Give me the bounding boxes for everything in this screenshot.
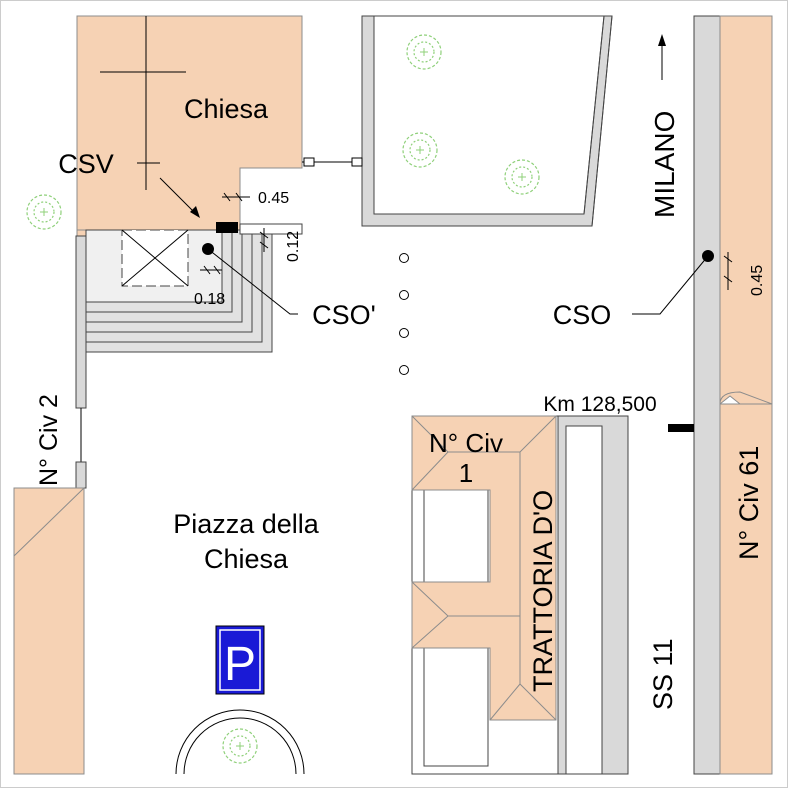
tree-icon — [26, 194, 62, 230]
tree-icon — [504, 159, 540, 195]
dim-045-right-label: 0.45 — [749, 265, 766, 296]
piazza-label-line2: Chiesa — [204, 544, 289, 574]
cso-prime-marker — [202, 243, 298, 315]
left-boundary-wall — [75, 235, 87, 489]
church-building — [76, 15, 303, 239]
dim-045-left-label: 0.45 — [258, 190, 289, 207]
road-ss11 — [693, 15, 721, 775]
church-steps — [85, 223, 303, 353]
parking-sign-icon: P — [215, 625, 265, 695]
north-arrow-icon — [658, 34, 666, 80]
trattoria-label: TRATTORIA D'O — [528, 490, 558, 692]
building-civ-61 — [719, 15, 773, 775]
cso-marker — [632, 250, 714, 315]
bollards — [399, 253, 409, 375]
trattoria-block — [411, 415, 629, 775]
km-marker — [668, 424, 694, 432]
civ2-label: N° Civ 2 — [35, 394, 63, 486]
dim-018-label: 0.18 — [194, 291, 225, 308]
tree-icon — [406, 34, 442, 70]
piazza-label-line1: Piazza della — [173, 509, 320, 539]
cso-label: CSO — [553, 300, 612, 330]
csv-marker — [159, 177, 238, 233]
csv-label: CSV — [58, 149, 114, 179]
parking-label: P — [224, 638, 256, 691]
roundabout — [175, 709, 305, 775]
dim-012-label: 0.12 — [285, 231, 302, 262]
tree-icon — [222, 728, 258, 764]
civ1-label-line1: N° Civ — [429, 428, 503, 458]
trees — [26, 34, 540, 764]
dimension-marks — [200, 192, 733, 290]
civ61-label: N° Civ 61 — [734, 446, 764, 560]
tree-icon — [402, 132, 438, 168]
church-label: Chiesa — [184, 94, 269, 124]
ss11-label: SS 11 — [648, 638, 678, 710]
civ1-label-line2: 1 — [459, 458, 473, 488]
milano-label: MILANO — [649, 111, 680, 218]
km-label: Km 128,500 — [543, 393, 656, 416]
cso-prime-label: CSO' — [312, 300, 376, 330]
connector-line — [302, 157, 363, 167]
garden-block — [361, 15, 613, 227]
building-civ-2 — [13, 487, 85, 775]
